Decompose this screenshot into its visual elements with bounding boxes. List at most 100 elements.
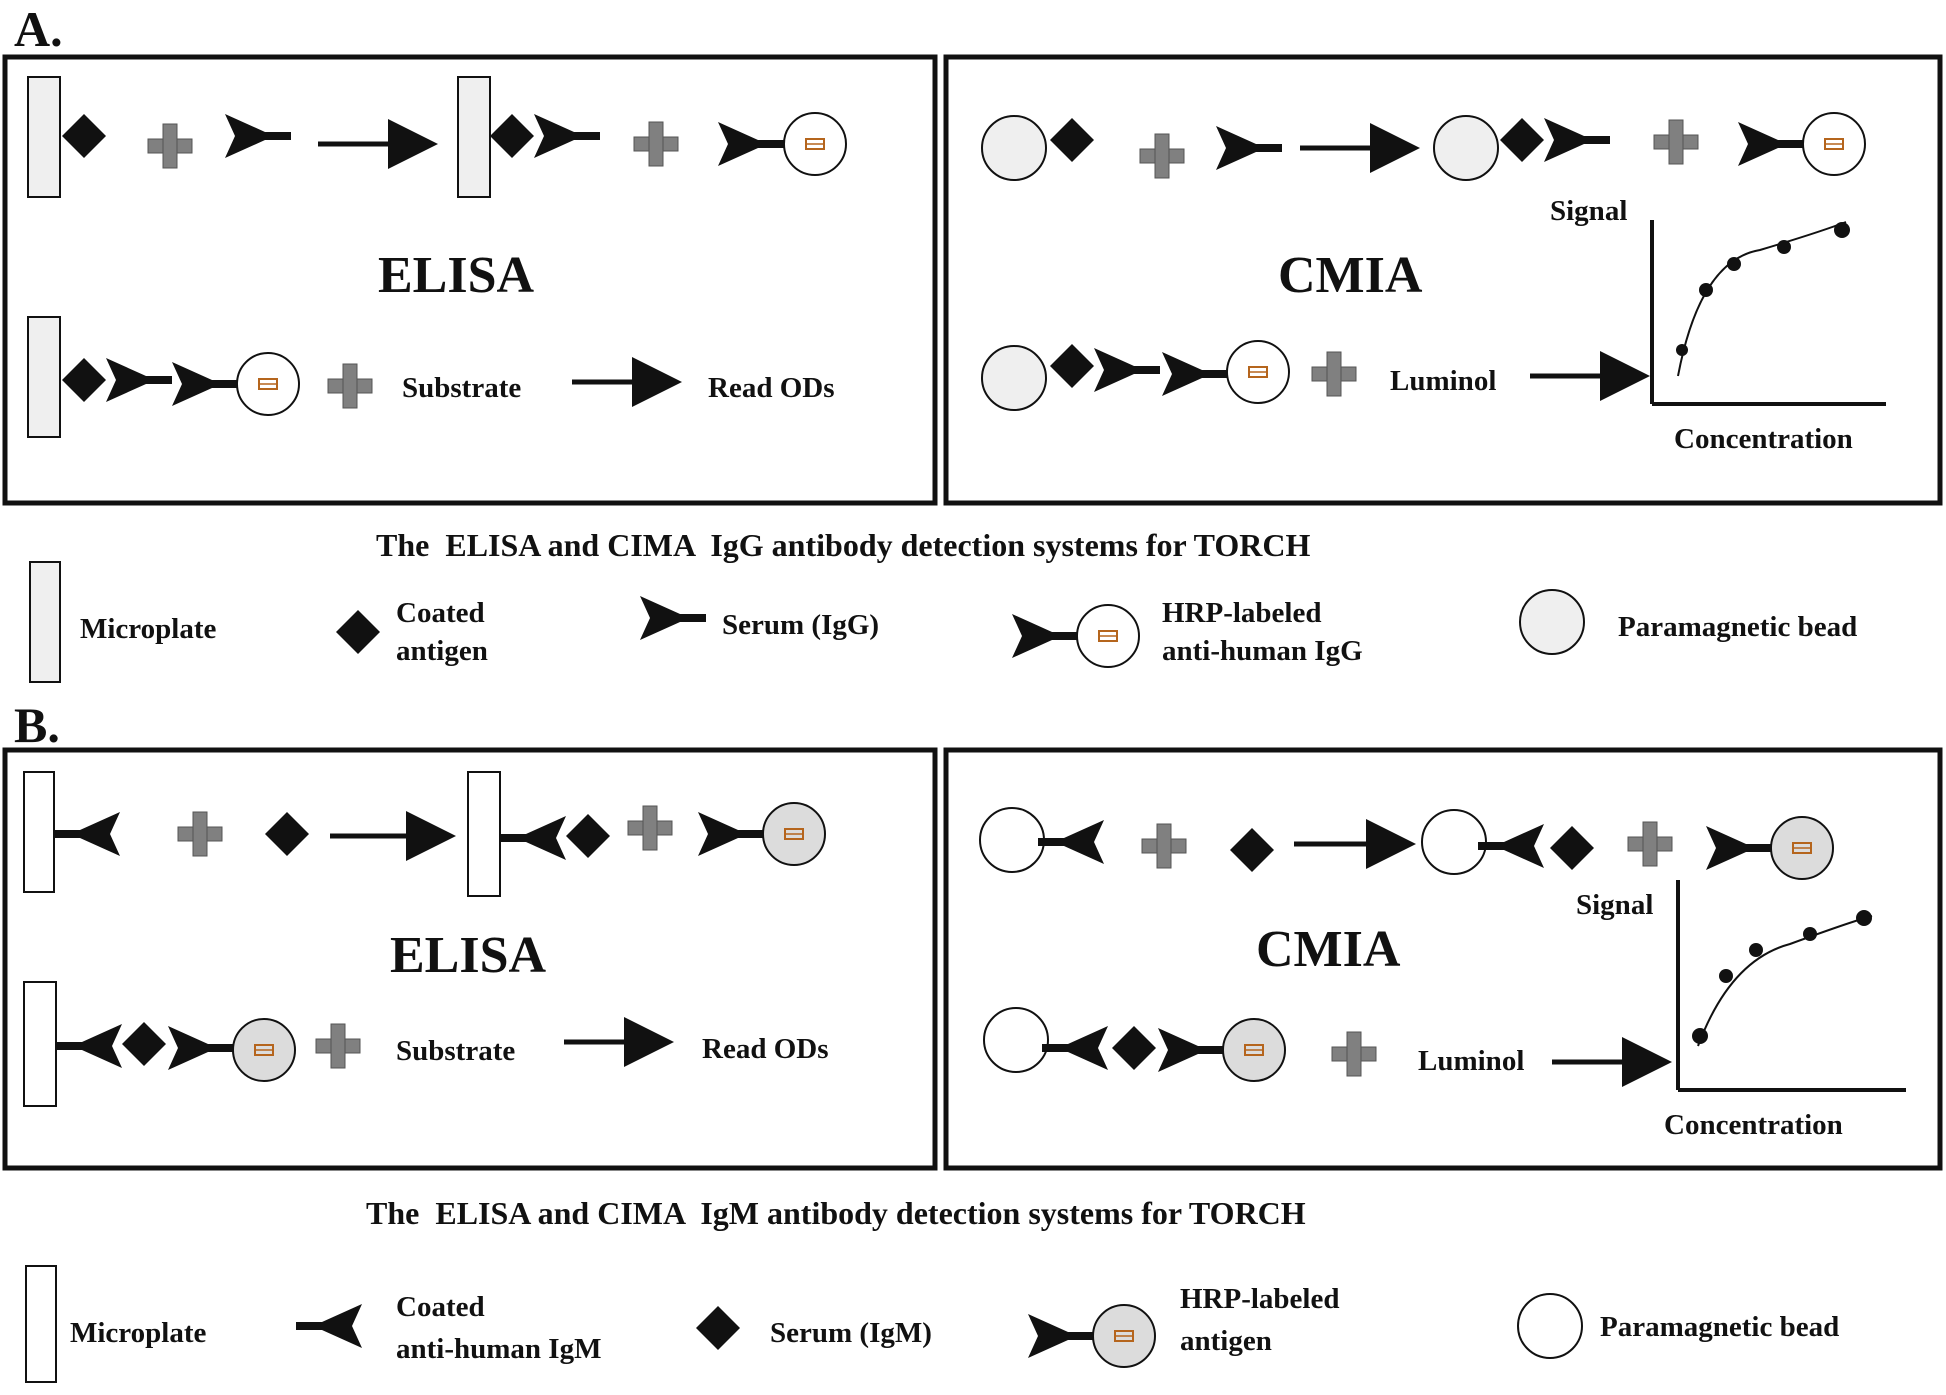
antigen-diamond-icon bbox=[490, 114, 534, 158]
luminol-label: Luminol bbox=[1390, 365, 1496, 397]
antibody-icon bbox=[534, 114, 600, 158]
data-point bbox=[1699, 283, 1713, 297]
microplate-icon bbox=[23, 771, 55, 893]
plus-icon bbox=[627, 805, 673, 851]
data-point bbox=[1727, 257, 1741, 271]
legend-coated-line1: Coated bbox=[396, 597, 485, 629]
read-ods-label: Read ODs bbox=[708, 372, 834, 404]
legend-bead: Paramagnetic bead bbox=[1618, 611, 1857, 643]
hrp-enzyme-icon bbox=[1222, 1018, 1286, 1082]
antibody-icon bbox=[1042, 1026, 1108, 1070]
paramagnetic-bead-icon bbox=[981, 115, 1047, 181]
part-b-elisa-panel bbox=[2, 747, 938, 1171]
paramagnetic-bead-icon bbox=[1421, 809, 1487, 875]
legend-microplate: Microplate bbox=[70, 1317, 206, 1349]
part-a-elisa-panel bbox=[2, 54, 938, 506]
paramagnetic-bead-icon bbox=[1517, 1293, 1583, 1359]
hrp-enzyme-icon bbox=[762, 802, 826, 866]
data-point bbox=[1803, 927, 1817, 941]
data-point bbox=[1856, 910, 1872, 926]
plus-icon bbox=[1331, 1031, 1377, 1077]
antigen-diamond-icon bbox=[1112, 1026, 1156, 1070]
antibody-icon bbox=[1738, 122, 1804, 166]
part-a-label: A. bbox=[14, 1, 63, 57]
antibody-icon bbox=[1478, 824, 1544, 868]
plus-icon bbox=[1627, 821, 1673, 867]
legend-hrp-line2: anti-human IgG bbox=[1162, 635, 1363, 667]
antibody-icon bbox=[168, 1026, 234, 1070]
read-ods-label: Read ODs bbox=[702, 1033, 828, 1065]
caption-a: The ELISA and CIMA IgG antibody detectio… bbox=[376, 527, 1310, 563]
plus-icon bbox=[327, 363, 373, 409]
antigen-diamond-icon bbox=[1550, 826, 1594, 870]
antigen-diamond-icon bbox=[1500, 118, 1544, 162]
antigen-diamond-icon bbox=[1230, 828, 1274, 872]
antigen-diamond-icon bbox=[1050, 118, 1094, 162]
microplate-icon bbox=[467, 771, 501, 897]
legend-coated-line1: Coated bbox=[396, 1291, 485, 1323]
antibody-icon bbox=[1094, 348, 1160, 392]
antigen-diamond-icon bbox=[62, 358, 106, 402]
data-point bbox=[1749, 943, 1763, 957]
antibody-icon bbox=[698, 812, 764, 856]
hrp-enzyme-icon bbox=[1076, 604, 1140, 668]
legend-hrp-line2: antigen bbox=[1180, 1325, 1272, 1357]
antibody-icon bbox=[296, 1304, 362, 1348]
legend-coated-line2: antigen bbox=[396, 635, 488, 667]
microplate-icon bbox=[27, 316, 61, 438]
antibody-icon bbox=[1162, 352, 1228, 396]
plus-icon bbox=[1139, 133, 1185, 179]
hrp-enzyme-icon bbox=[1770, 816, 1834, 880]
plot-curve bbox=[1697, 915, 1873, 1047]
hrp-enzyme-icon bbox=[1802, 112, 1866, 176]
antibody-icon bbox=[500, 816, 566, 860]
antigen-diamond-icon bbox=[62, 114, 106, 158]
antibody-icon bbox=[640, 596, 706, 640]
microplate-icon bbox=[457, 76, 491, 198]
plus-icon bbox=[1141, 823, 1187, 869]
signal-axis-label: Signal bbox=[1576, 889, 1653, 921]
legend-coated-line2: anti-human IgM bbox=[396, 1333, 601, 1365]
paramagnetic-bead-icon bbox=[981, 345, 1047, 411]
antibody-icon bbox=[172, 362, 238, 406]
concentration-axis-label: Concentration bbox=[1664, 1109, 1843, 1141]
data-point bbox=[1719, 969, 1733, 983]
plot-curve bbox=[1677, 221, 1847, 377]
microplate-icon bbox=[27, 76, 61, 198]
antigen-diamond-icon bbox=[336, 610, 380, 654]
microplate-icon bbox=[25, 1265, 57, 1383]
plus-icon bbox=[633, 121, 679, 167]
legend-hrp-line1: HRP-labeled bbox=[1180, 1283, 1340, 1315]
cmia-title: CMIA bbox=[1278, 247, 1423, 304]
elisa-title: ELISA bbox=[378, 247, 535, 304]
antibody-icon bbox=[1028, 1314, 1094, 1358]
plus-icon bbox=[1653, 119, 1699, 165]
plus-icon bbox=[177, 811, 223, 857]
antigen-diamond-icon bbox=[265, 812, 309, 856]
caption-b: The ELISA and CIMA IgM antibody detectio… bbox=[366, 1195, 1306, 1231]
antigen-diamond-icon bbox=[566, 814, 610, 858]
luminol-label: Luminol bbox=[1418, 1045, 1524, 1077]
antibody-icon bbox=[1038, 820, 1104, 864]
data-point bbox=[1777, 240, 1791, 254]
paramagnetic-bead-icon bbox=[979, 807, 1045, 873]
hrp-enzyme-icon bbox=[236, 352, 300, 416]
antibody-icon bbox=[1706, 826, 1772, 870]
signal-axis-label: Signal bbox=[1550, 195, 1627, 227]
hrp-enzyme-icon bbox=[232, 1018, 296, 1082]
legend-bead: Paramagnetic bead bbox=[1600, 1311, 1839, 1343]
plus-icon bbox=[315, 1023, 361, 1069]
antigen-diamond-icon bbox=[1050, 344, 1094, 388]
plus-icon bbox=[1311, 351, 1357, 397]
part-b-label: B. bbox=[14, 697, 60, 753]
data-point bbox=[1834, 222, 1850, 238]
concentration-axis-label: Concentration bbox=[1674, 423, 1853, 455]
data-point bbox=[1692, 1028, 1708, 1044]
legend-hrp-line1: HRP-labeled bbox=[1162, 597, 1322, 629]
microplate-icon bbox=[29, 561, 61, 683]
antibody-icon bbox=[225, 114, 291, 158]
plus-icon bbox=[147, 123, 193, 169]
hrp-enzyme-icon bbox=[783, 112, 847, 176]
legend-microplate: Microplate bbox=[80, 613, 216, 645]
